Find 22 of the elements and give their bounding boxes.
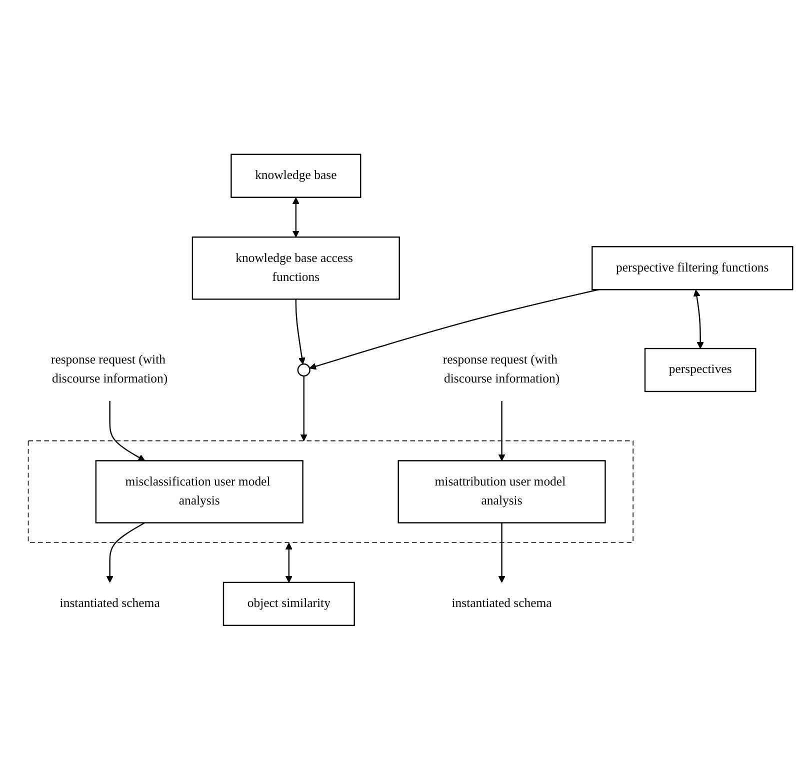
node-box: knowledge base access functions — [192, 236, 400, 300]
arrow — [693, 290, 704, 349]
arrow — [295, 299, 306, 365]
arrow — [285, 542, 292, 583]
arrow — [498, 522, 506, 583]
arrow — [300, 376, 308, 442]
arrow — [498, 401, 506, 462]
node-text: response request (with discourse information) — [50, 353, 168, 386]
node-box: perspective filtering functions — [592, 246, 794, 290]
node-text: instantiated schema — [60, 596, 160, 610]
node-circle — [297, 364, 310, 377]
arrow — [106, 522, 146, 583]
node-box: object similarity — [222, 582, 355, 626]
node-text: instantiated schema — [452, 596, 552, 610]
cluster — [28, 440, 634, 544]
arrow — [292, 197, 300, 238]
node-box: perspectives — [644, 348, 756, 392]
node-box: knowledge base — [230, 154, 362, 198]
node-text: response request (with discourse information) — [442, 353, 560, 386]
node-box: misclassification user model analysis — [95, 460, 304, 524]
arrow — [109, 401, 146, 462]
node-box: misattribution user model analysis — [398, 460, 606, 524]
